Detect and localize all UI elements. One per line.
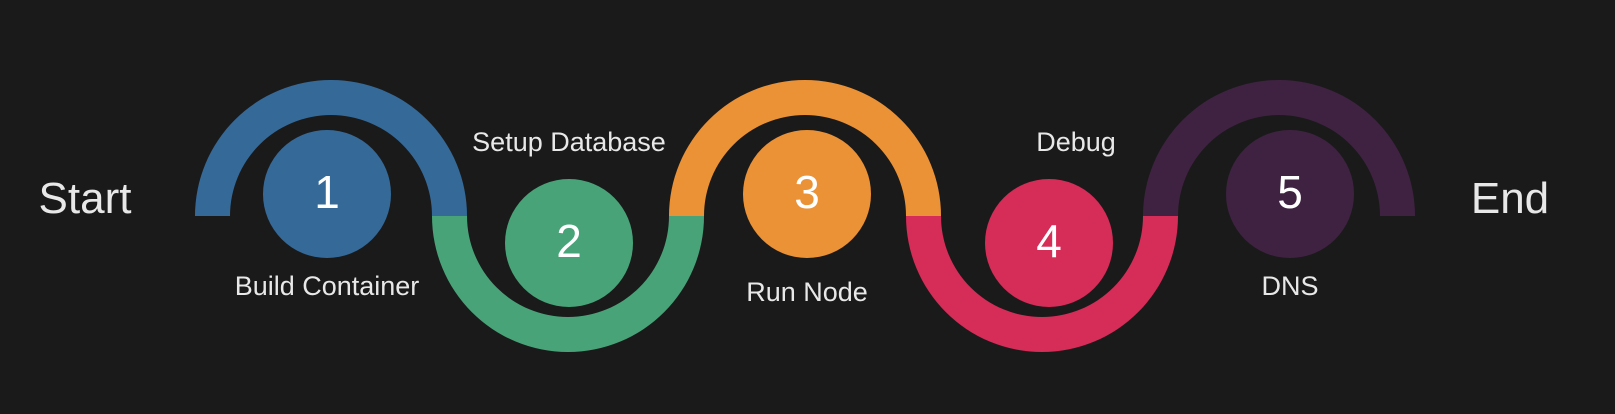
step-1-circle xyxy=(263,130,391,258)
step-4-circle xyxy=(985,179,1113,307)
step-3-arc xyxy=(669,80,941,216)
step-1-label: Build Container xyxy=(235,271,420,301)
step-1-arc xyxy=(195,80,467,216)
step-5-arc xyxy=(1143,80,1415,216)
step-4-number: 4 xyxy=(1036,215,1062,267)
step-3-number: 3 xyxy=(794,166,820,218)
step-5-number: 5 xyxy=(1277,166,1303,218)
step-5-label: DNS xyxy=(1261,271,1318,301)
end-label: End xyxy=(1471,174,1549,223)
start-label: Start xyxy=(39,174,132,223)
step-4-arc xyxy=(906,216,1178,352)
step-5-circle xyxy=(1226,130,1354,258)
step-2-circle xyxy=(505,179,633,307)
step-2-number: 2 xyxy=(556,215,582,267)
step-2-arc xyxy=(432,216,704,352)
step-1-number: 1 xyxy=(314,166,340,218)
step-4-label: Debug xyxy=(1036,127,1116,157)
step-3-circle xyxy=(743,130,871,258)
step-2-label: Setup Database xyxy=(472,127,666,157)
step-3-label: Run Node xyxy=(746,277,868,307)
